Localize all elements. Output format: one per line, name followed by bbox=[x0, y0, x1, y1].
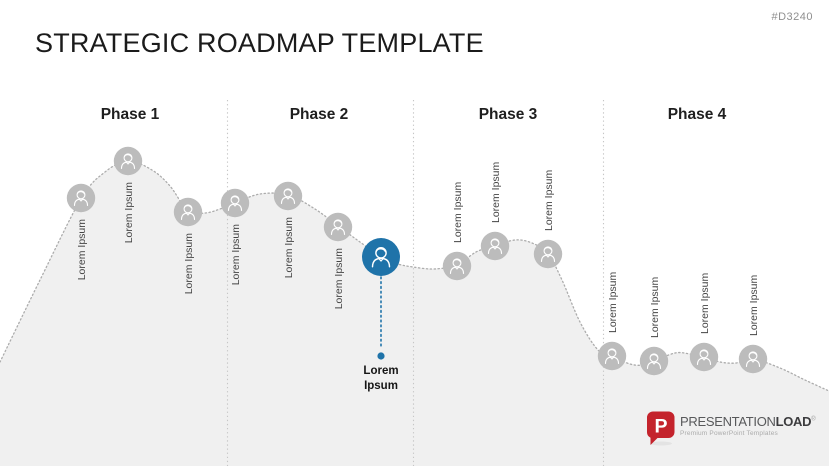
milestone-label: Lorem Ipsum bbox=[699, 272, 711, 334]
milestone-circle-blue bbox=[362, 238, 400, 276]
milestone-circle bbox=[220, 188, 250, 218]
milestone-circle bbox=[66, 183, 96, 213]
milestone-circle bbox=[273, 181, 303, 211]
milestone-node[interactable] bbox=[533, 239, 563, 269]
milestone-label: Lorem Ipsum bbox=[183, 233, 195, 295]
milestone-label: Lorem Ipsum bbox=[649, 276, 661, 338]
milestone-circle bbox=[442, 251, 472, 281]
milestone-node[interactable] bbox=[113, 146, 143, 176]
milestone-node[interactable] bbox=[689, 342, 719, 372]
milestone-circle bbox=[173, 197, 203, 227]
milestone-circle bbox=[323, 212, 353, 242]
milestone-node[interactable] bbox=[323, 212, 353, 242]
phase-header-2: Phase 2 bbox=[289, 106, 349, 123]
milestone-node[interactable] bbox=[480, 231, 510, 261]
logo-letter: P bbox=[654, 416, 667, 438]
callout-dot bbox=[377, 352, 385, 360]
presentationload-logo: P PRESENTATIONLOAD® Premium PowerPoint T… bbox=[646, 411, 816, 447]
milestone-label: Lorem Ipsum bbox=[333, 248, 345, 310]
milestone-label: Lorem Ipsum bbox=[230, 224, 242, 286]
milestone-node[interactable] bbox=[66, 183, 96, 213]
milestone-label: Lorem Ipsum bbox=[452, 181, 464, 243]
brand-wordmark: PRESENTATIONLOAD® bbox=[680, 414, 816, 429]
milestone-node[interactable] bbox=[738, 344, 768, 374]
template-code: #D3240 bbox=[771, 11, 813, 23]
milestone-circle bbox=[597, 341, 627, 371]
presentationload-p-icon: P bbox=[647, 411, 675, 446]
milestone-circle bbox=[639, 346, 669, 376]
milestone-node[interactable] bbox=[173, 197, 203, 227]
milestone-node[interactable] bbox=[442, 251, 472, 281]
milestone-node[interactable] bbox=[273, 181, 303, 211]
milestone-label: Lorem Ipsum bbox=[748, 274, 760, 336]
milestone-label: Lorem Ipsum bbox=[543, 169, 555, 231]
phase-header-3: Phase 3 bbox=[478, 106, 538, 123]
milestone-label: Lorem Ipsum bbox=[283, 217, 295, 279]
milestone-circle bbox=[113, 146, 143, 176]
phase-header-4: Phase 4 bbox=[667, 106, 727, 123]
milestone-circle bbox=[480, 231, 510, 261]
roadmap-area bbox=[0, 160, 829, 466]
callout-label-line1: Lorem bbox=[363, 365, 398, 377]
milestone-circle bbox=[738, 344, 768, 374]
phase-header-1: Phase 1 bbox=[100, 106, 160, 123]
registered-mark-icon: ® bbox=[811, 416, 816, 423]
milestone-label: Lorem Ipsum bbox=[607, 271, 619, 333]
milestone-circle bbox=[689, 342, 719, 372]
brand-load: LOAD bbox=[775, 414, 812, 429]
milestone-label: Lorem Ipsum bbox=[123, 182, 135, 244]
page-title: STRATEGIC ROADMAP TEMPLATE bbox=[35, 28, 484, 58]
milestone-circle bbox=[533, 239, 563, 269]
milestone-label: Lorem Ipsum bbox=[490, 161, 502, 223]
brand-presentation: PRESENTATION bbox=[680, 414, 776, 429]
milestone-node-highlighted[interactable] bbox=[362, 238, 400, 276]
callout-label-line2: Ipsum bbox=[364, 380, 398, 392]
brand-tagline: Premium PowerPoint Templates bbox=[680, 430, 778, 438]
milestone-node[interactable] bbox=[639, 346, 669, 376]
milestone-node[interactable] bbox=[597, 341, 627, 371]
milestone-label: Lorem Ipsum bbox=[76, 219, 88, 281]
milestone-node[interactable] bbox=[220, 188, 250, 218]
